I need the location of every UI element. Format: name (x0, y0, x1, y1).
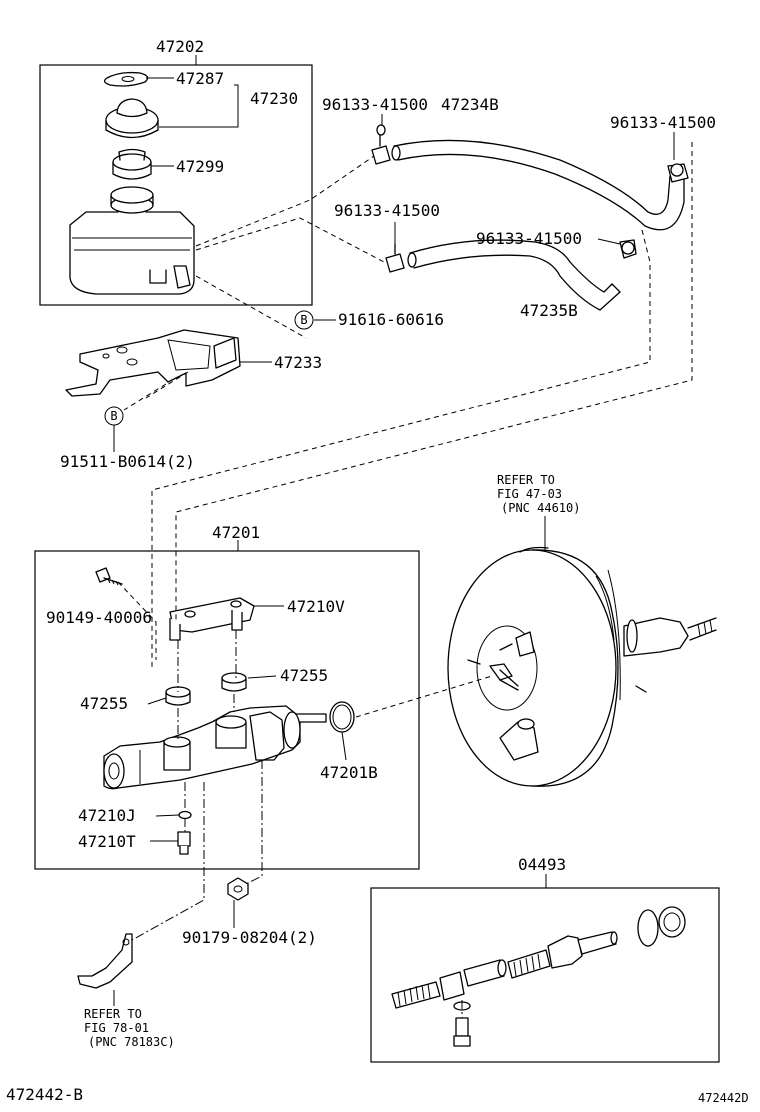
label-47210j: 47210J (78, 806, 136, 825)
hose-47235b (407, 239, 621, 311)
nut-90179 (227, 877, 249, 901)
label-90179: 90179-08204(2) (182, 928, 317, 947)
bracket-reference-line-2: FIG 78-01 (84, 1021, 149, 1035)
reservoir-cap (105, 98, 159, 139)
connection-lines (117, 142, 693, 1018)
grommet-47255-b (221, 672, 247, 692)
label-47287: 47287 (176, 69, 224, 88)
label-47255-a: 47255 (80, 694, 128, 713)
fastener-marker-b-2: B (104, 406, 124, 426)
grommet-47255-a (165, 686, 191, 706)
booster-kit-parts (391, 906, 686, 1047)
booster-reference-line-3: (PNC 44610) (501, 501, 580, 515)
label-47210t: 47210T (78, 832, 136, 851)
plug-47210t (177, 831, 191, 855)
label-96133-a: 96133-41500 (322, 95, 428, 114)
label-47201b: 47201B (320, 763, 378, 782)
fastener-marker-b-1: B (294, 310, 314, 330)
bracket-reference-line-3: (PNC 78183C) (88, 1035, 175, 1049)
svg-text:B: B (110, 409, 117, 423)
label-47201: 47201 (212, 523, 260, 542)
label-96133-c: 96133-41500 (334, 201, 440, 220)
reservoir-joint-47210v (169, 597, 255, 641)
svg-text:B: B (300, 313, 307, 327)
label-96133-b: 96133-41500 (610, 113, 716, 132)
label-47235b: 47235B (520, 301, 578, 320)
bracket-part-78183c (77, 933, 133, 989)
label-47299: 47299 (176, 157, 224, 176)
reservoir-strainer (112, 148, 152, 180)
label-90149: 90149-40006 (46, 608, 152, 627)
hose-47234b (391, 139, 685, 231)
booster-kit-group-frame (370, 887, 720, 1063)
label-47233: 47233 (274, 353, 322, 372)
label-47202: 47202 (156, 37, 204, 56)
label-91616: 91616-60616 (338, 310, 444, 329)
reservoir-group-frame (39, 64, 313, 306)
hose-clip-b (385, 243, 405, 273)
label-47230: 47230 (250, 89, 298, 108)
master-cylinder-body (103, 705, 327, 790)
hose-clip-c (619, 239, 637, 259)
reservoir-tank (69, 186, 195, 295)
oring-47201b (329, 701, 355, 733)
brake-booster (447, 546, 717, 787)
leader-lines (113, 55, 675, 1006)
bracket-reference-line-1: REFER TO (84, 1007, 142, 1021)
label-47234b: 47234B (441, 95, 499, 114)
footer-left-code: 472442-B (6, 1085, 83, 1104)
master-cylinder-group-frame (34, 550, 420, 870)
label-96133-d: 96133-41500 (476, 229, 582, 248)
hose-clip-a (371, 124, 391, 165)
booster-reference-line-2: FIG 47-03 (497, 487, 562, 501)
label-91511: 91511-B0614(2) (60, 452, 195, 471)
label-47255-b: 47255 (280, 666, 328, 685)
label-47210v: 47210V (287, 597, 345, 616)
reservoir-cap-gasket (103, 71, 149, 87)
hose-clip-d (667, 163, 689, 183)
booster-reference-line-1: REFER TO (497, 473, 555, 487)
footer-right-code: 472442D (698, 1091, 749, 1105)
label-04493: 04493 (518, 855, 566, 874)
washer-47210j (178, 810, 192, 820)
reservoir-bracket (65, 329, 241, 397)
